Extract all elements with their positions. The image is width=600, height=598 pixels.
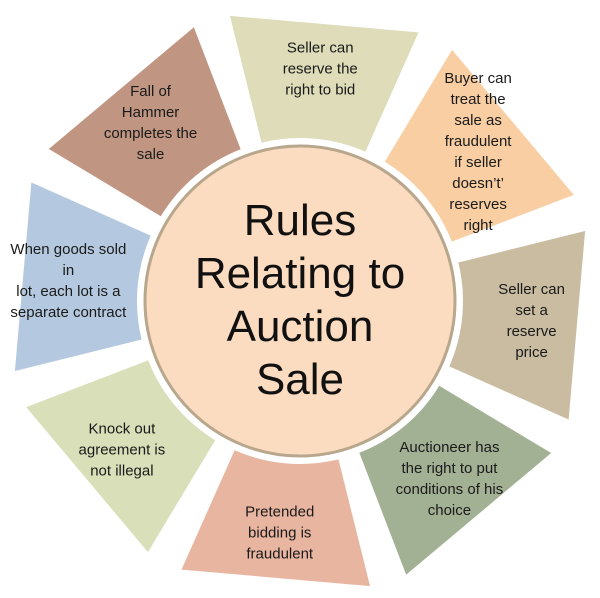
segment-5	[446, 228, 588, 423]
segment-label-6: Auctioneer has the right to put conditio…	[395, 439, 504, 520]
segment-8	[22, 357, 218, 556]
segment-6	[356, 383, 555, 579]
segment-1	[12, 179, 154, 374]
center-title: Rules Relating to Auction Sale	[194, 196, 406, 404]
segment-3	[227, 13, 422, 155]
segment-7	[178, 447, 373, 589]
segment-label-5: Seller can set a reserve price	[498, 281, 565, 362]
segment-label-8: Knock out agreement is not illegal	[78, 420, 166, 480]
segment-2	[45, 23, 244, 219]
center-circle	[143, 144, 457, 458]
segment-label-7: Pretended bidding is fraudulent	[245, 503, 315, 563]
segment-4	[382, 46, 578, 245]
segment-label-3: Seller can reserve the right to bid	[282, 39, 358, 99]
segment-label-1: When goods sold in lot, each lot is a se…	[10, 240, 127, 321]
segment-label-2: Fall of Hammer completes the sale	[103, 82, 198, 163]
segment-label-4: Buyer can treat the sale as fraudulent i…	[444, 69, 512, 234]
